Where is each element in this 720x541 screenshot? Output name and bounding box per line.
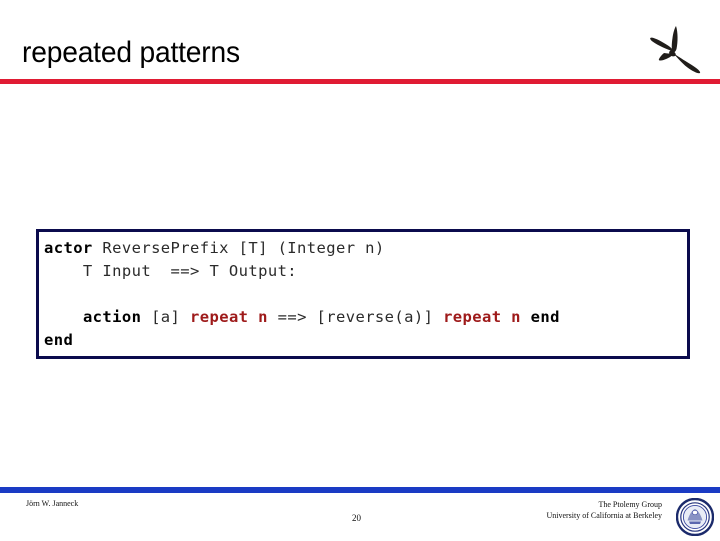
code-token: T Input ==> T Output: <box>44 262 298 280</box>
code-token: repeat n <box>443 308 521 326</box>
code-line: T Input ==> T Output: <box>44 260 687 283</box>
code-token: end <box>44 331 74 349</box>
code-line: action [a] repeat n ==> [reverse(a)] rep… <box>44 306 687 329</box>
code-line: end <box>44 329 687 352</box>
code-line <box>44 283 687 306</box>
code-token: actor <box>44 239 93 257</box>
page-number: 20 <box>352 513 361 523</box>
footer-divider-rule <box>0 487 720 493</box>
footer-organization: The Ptolemy Group University of Californ… <box>546 499 662 521</box>
code-token <box>521 308 531 326</box>
uc-berkeley-seal <box>675 497 715 537</box>
code-token: ==> [reverse(a)] <box>267 308 444 326</box>
ptolemy-propeller-logo <box>642 22 708 80</box>
propeller-icon <box>650 26 701 74</box>
code-token <box>44 308 83 326</box>
code-token <box>44 285 54 303</box>
code-listing: actor ReversePrefix [T] (Integer n) T In… <box>39 232 687 352</box>
code-token: action <box>82 308 142 326</box>
seal-icon <box>675 497 715 537</box>
title-divider-rule <box>0 79 720 84</box>
slide-header: repeated patterns <box>0 0 720 86</box>
page-title: repeated patterns <box>22 36 240 69</box>
footer-org-line-2: University of California at Berkeley <box>546 511 662 520</box>
code-line: actor ReversePrefix [T] (Integer n) <box>44 237 687 260</box>
code-token: ReversePrefix [T] (Integer n) <box>92 239 385 257</box>
code-token: repeat n <box>190 308 268 326</box>
code-block: actor ReversePrefix [T] (Integer n) T In… <box>36 229 690 359</box>
code-token: end <box>530 308 560 326</box>
code-token: [a] <box>141 308 191 326</box>
footer-org-line-1: The Ptolemy Group <box>598 500 662 509</box>
footer-author: Jörn W. Janneck <box>26 499 79 508</box>
